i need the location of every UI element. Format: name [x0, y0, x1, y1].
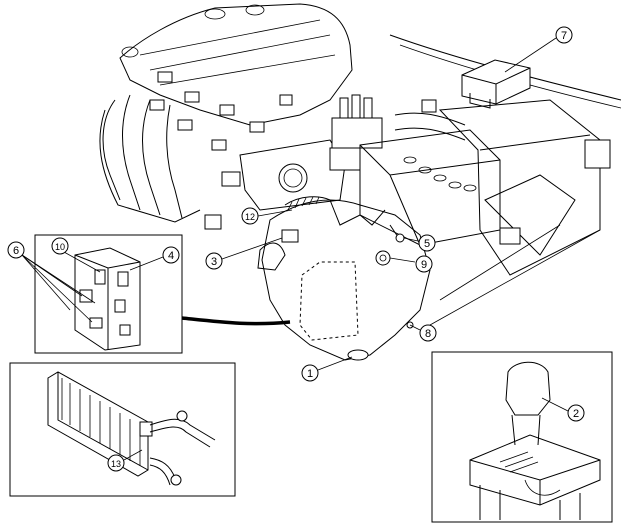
callout-2-label: 2	[573, 408, 579, 420]
callout-3: 3	[205, 252, 223, 270]
callout-10: 10	[51, 237, 69, 255]
callout-13-label: 13	[111, 459, 121, 469]
tcm-inset	[34, 234, 291, 354]
callout-1-label: 1	[307, 368, 313, 380]
oil-cooler-inset	[9, 362, 236, 497]
callout-2: 2	[567, 404, 585, 422]
callout-8: 8	[419, 324, 437, 342]
callout-4: 4	[162, 246, 180, 264]
callout-10-label: 10	[55, 242, 65, 252]
engine-block	[99, 3, 621, 326]
callout-13: 13	[107, 454, 125, 472]
callout-12: 12	[241, 207, 259, 225]
callout-12-label: 12	[245, 212, 255, 222]
callout-9-label: 9	[421, 259, 427, 271]
callout-7-label: 7	[561, 30, 567, 42]
callout-9: 9	[415, 255, 433, 273]
transaxle	[257, 196, 431, 361]
callout-1: 1	[301, 364, 319, 382]
callout-6-label: 6	[13, 245, 19, 257]
shift-lever-inset	[431, 351, 613, 523]
callout-3-label: 3	[211, 256, 217, 268]
callout-8-label: 8	[425, 328, 431, 340]
callout-7: 7	[555, 26, 573, 44]
leader-lines	[21, 37, 569, 461]
callout-4-label: 4	[168, 250, 174, 262]
pcm-module	[461, 59, 531, 109]
callout-5-label: 5	[424, 238, 430, 250]
callout-6: 6	[7, 241, 25, 259]
callout-5: 5	[418, 234, 436, 252]
